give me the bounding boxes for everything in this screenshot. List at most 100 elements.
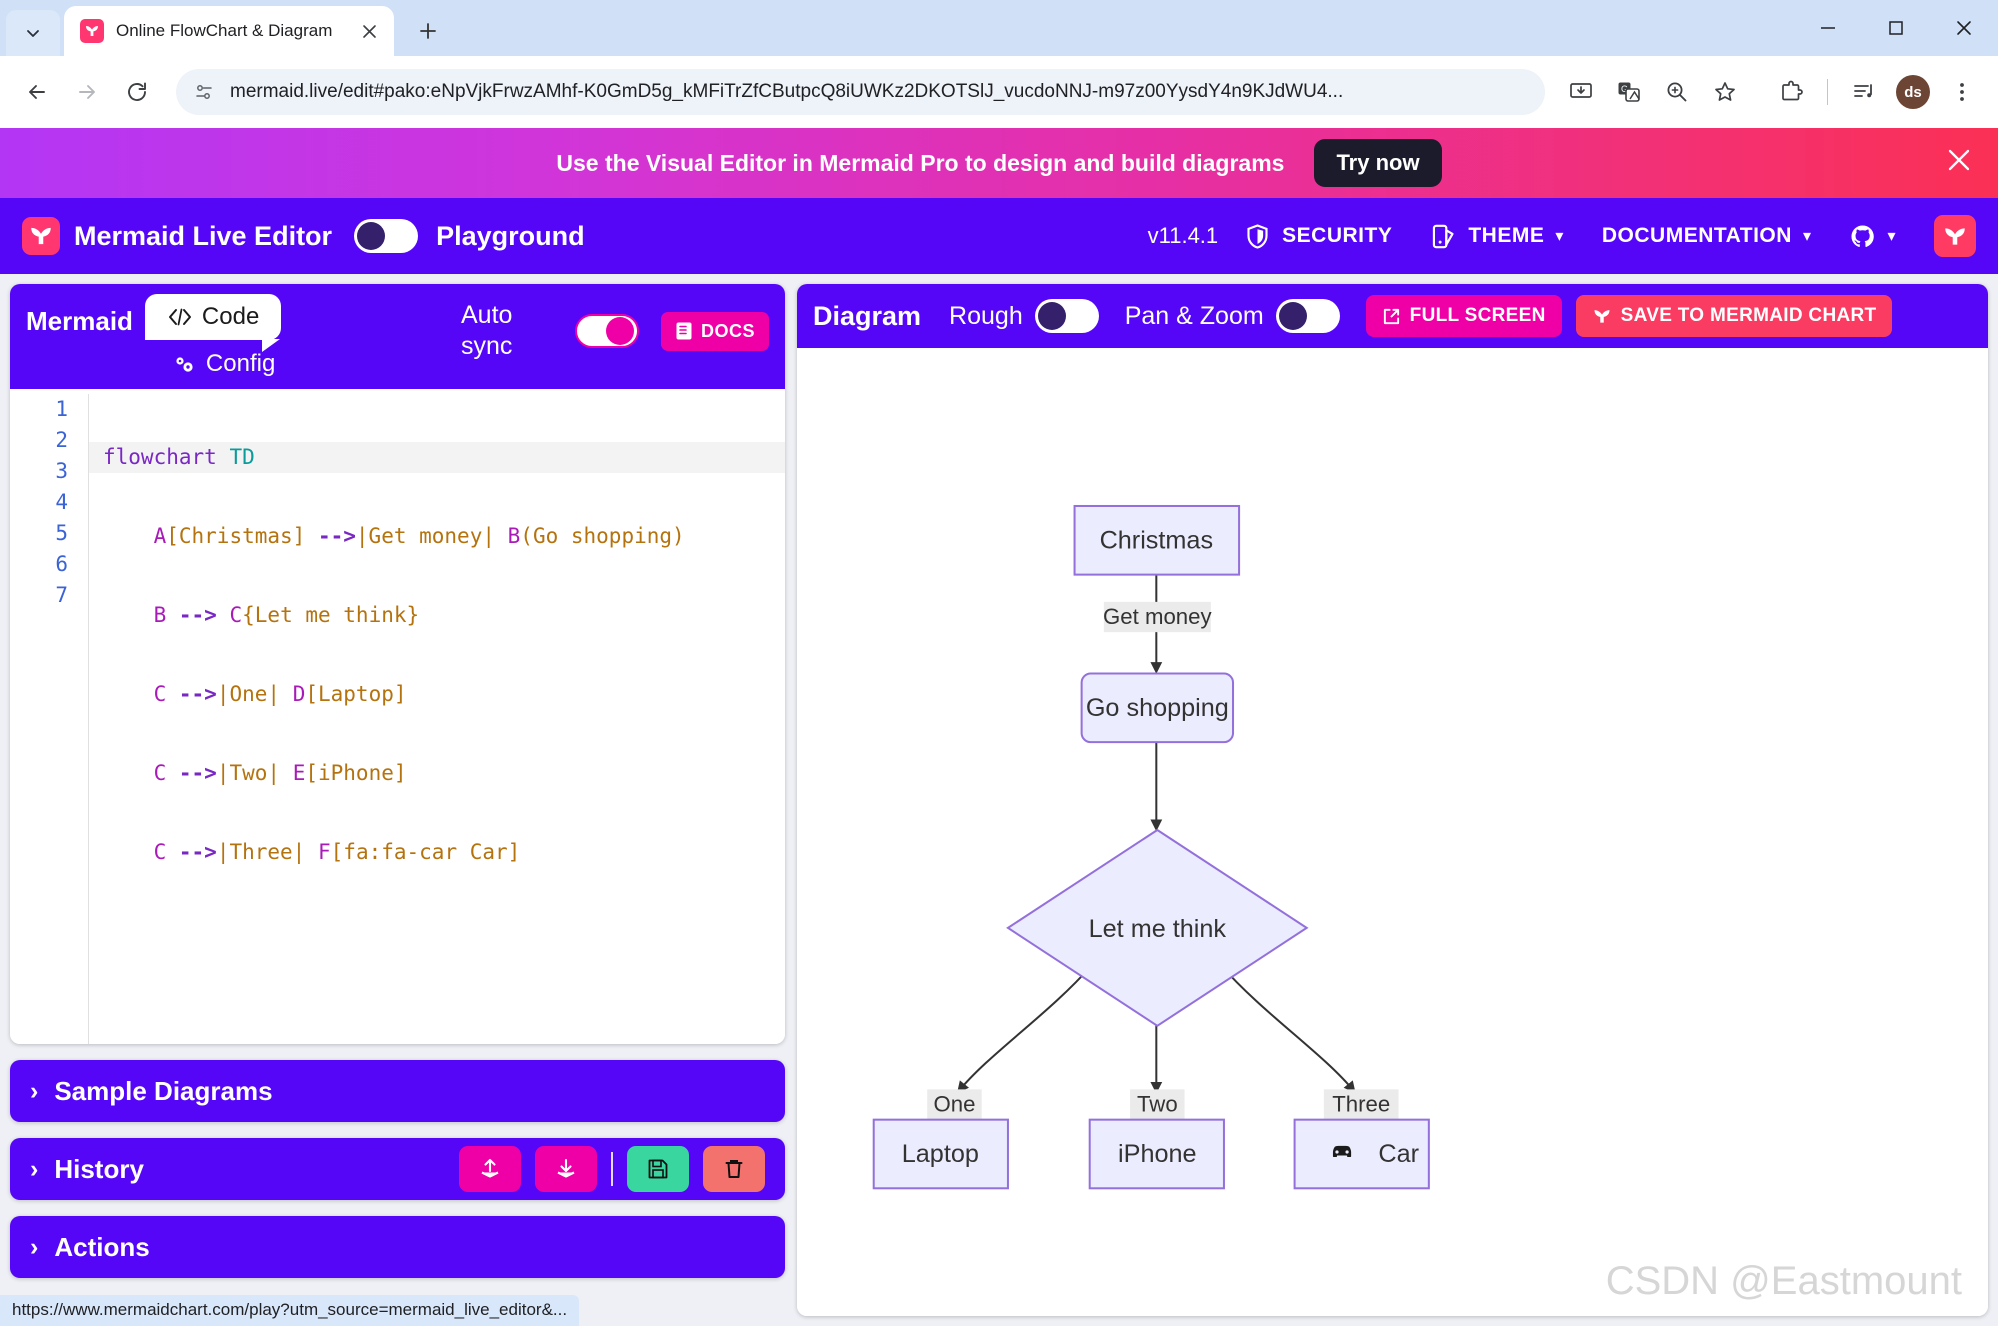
chevron-down-icon: ▾ (1887, 228, 1896, 245)
edge-label-text: Get money (1103, 604, 1212, 629)
nav-item-label: SECURITY (1282, 224, 1393, 247)
nav-item-github[interactable]: ▾ (1849, 223, 1896, 250)
save-to-mermaid-chart-button[interactable]: SAVE TO MERMAID CHART (1575, 295, 1893, 337)
mermaid-logo-icon[interactable] (22, 217, 60, 255)
code-icon (167, 307, 193, 327)
rough-toggle[interactable] (1034, 299, 1099, 333)
node-let-me-think[interactable]: Let me think (1006, 828, 1309, 1027)
browser-toolbar: mermaid.live/edit#pako:eNpVjkFrwzAMhf-K0… (0, 56, 1998, 128)
playground-label: Playground (436, 220, 585, 251)
node-iphone[interactable]: iPhone (1088, 1118, 1225, 1190)
docs-button-label: DOCS (700, 320, 755, 341)
editor-pane: Mermaid Code Config (10, 284, 785, 1316)
accordion-history[interactable]: › History (10, 1138, 785, 1200)
screencast-icon[interactable] (1559, 70, 1603, 114)
line-number: 4 (55, 490, 68, 514)
editor-mermaid-label: Mermaid (26, 306, 133, 336)
chevron-right-icon: › (30, 1076, 39, 1105)
extensions-icon[interactable] (1769, 70, 1813, 114)
new-tab-button[interactable] (408, 11, 448, 51)
external-link-icon (1382, 307, 1401, 326)
nav-item-documentation[interactable]: DOCUMENTATION ▾ (1602, 224, 1812, 248)
browser-tab[interactable]: Online FlowChart & Diagram (64, 6, 394, 56)
tab-code[interactable]: Code (144, 294, 282, 352)
profile-avatar[interactable]: ds (1896, 75, 1930, 109)
code-line (103, 916, 785, 947)
watermark: CSDN @Eastmount (1605, 1259, 1962, 1303)
promo-text: Use the Visual Editor in Mermaid Pro to … (556, 149, 1285, 176)
accordion-title: History (54, 1153, 144, 1184)
accordion-actions[interactable]: › Actions (10, 1216, 785, 1278)
node-label: Let me think (1089, 915, 1227, 943)
accordion-sample-diagrams[interactable]: › Sample Diagrams (10, 1060, 785, 1122)
book-icon (675, 321, 693, 341)
diagram-pane: Diagram Rough Pan & Zoom FULL SCREEN SAV… (797, 284, 1988, 1316)
code-line: C -->|One| D[Laptop] (153, 682, 407, 706)
node-christmas[interactable]: Christmas (1073, 504, 1241, 576)
mermaid-chart-icon (1592, 306, 1612, 326)
car-icon (1332, 1145, 1352, 1158)
save-to-mermaid-chart-label: SAVE TO MERMAID CHART (1620, 305, 1877, 326)
window-controls (1794, 0, 1998, 56)
edge-label-get-money: Get money (1103, 601, 1212, 633)
window-maximize-icon[interactable] (1862, 0, 1930, 56)
edge-label-one: One (927, 1089, 982, 1120)
docs-button[interactable]: DOCS (660, 311, 769, 351)
code-lines[interactable]: flowchart TD A[Christmas] -->|Get money|… (88, 394, 785, 1044)
node-label: Go shopping (1086, 694, 1229, 722)
code-line: C -->|Three| F[fa:fa-car Car] (153, 840, 521, 864)
back-arrow-icon[interactable] (14, 69, 60, 115)
chevron-down-icon: ▾ (1555, 228, 1564, 245)
three-dot-menu-icon[interactable] (1940, 70, 1984, 114)
theme-icon (1430, 223, 1457, 250)
nav-item-theme[interactable]: THEME ▾ (1430, 223, 1564, 250)
forward-arrow-icon[interactable] (64, 69, 110, 115)
tab-config-label: Config (205, 350, 276, 377)
promo-close-icon[interactable] (1946, 147, 1972, 179)
node-go-shopping[interactable]: Go shopping (1080, 672, 1235, 744)
node-laptop[interactable]: Laptop (872, 1118, 1009, 1190)
tab-close-icon[interactable] (356, 18, 382, 44)
download-button[interactable] (535, 1146, 597, 1192)
try-now-button[interactable]: Try now (1314, 139, 1442, 187)
save-button[interactable] (627, 1146, 689, 1192)
workspace: Mermaid Code Config (0, 274, 1998, 1326)
playground-mode-toggle[interactable] (354, 219, 419, 253)
code-gutter: 1 2 3 4 5 6 7 (10, 394, 88, 1044)
toolbar-divider (1827, 79, 1828, 105)
full-screen-button[interactable]: FULL SCREEN (1365, 295, 1562, 337)
edge-label-two: Two (1130, 1089, 1185, 1120)
github-icon (1849, 223, 1876, 250)
version-label: v11.4.1 (1147, 223, 1219, 248)
node-car[interactable]: Car (1293, 1118, 1430, 1190)
window-minimize-icon[interactable] (1794, 0, 1862, 56)
media-list-icon[interactable] (1842, 70, 1886, 114)
autosync-toggle[interactable] (574, 314, 639, 349)
zoom-icon[interactable] (1655, 70, 1699, 114)
bookmark-star-icon[interactable] (1703, 70, 1747, 114)
nav-item-label: THEME (1468, 224, 1545, 247)
tab-search-chevron-down-icon[interactable] (6, 10, 60, 56)
mermaid-favicon-icon (80, 19, 104, 43)
code-line: A[Christmas] -->|Get money| B(Go shoppin… (153, 524, 685, 548)
translate-icon[interactable]: G (1607, 70, 1651, 114)
omnibox[interactable]: mermaid.live/edit#pako:eNpVjkFrwzAMhf-K0… (176, 69, 1545, 115)
mermaid-chart-badge-icon[interactable] (1934, 215, 1976, 257)
code-line: C -->|Two| E[iPhone] (153, 761, 407, 785)
code-line: B --> C{Let me think} (153, 603, 420, 627)
code-editor[interactable]: 1 2 3 4 5 6 7 flowchart TD A[Christmas] … (10, 389, 785, 1044)
delete-button[interactable] (703, 1146, 765, 1192)
reload-icon[interactable] (114, 69, 160, 115)
tab-config[interactable]: Config (145, 340, 289, 378)
line-number: 3 (55, 459, 68, 483)
chevron-down-icon: ▾ (1802, 228, 1812, 245)
history-divider (611, 1152, 613, 1186)
upload-button[interactable] (459, 1146, 521, 1192)
nav-item-security[interactable]: SECURITY (1244, 223, 1392, 250)
window-close-icon[interactable] (1930, 0, 1998, 56)
line-number: 7 (55, 583, 68, 607)
panzoom-toggle[interactable] (1275, 299, 1340, 333)
diagram-canvas[interactable]: Get money One Two Three Christmas (797, 348, 1988, 1316)
page-info-icon[interactable] (194, 81, 216, 103)
node-label: Car (1378, 1140, 1419, 1168)
